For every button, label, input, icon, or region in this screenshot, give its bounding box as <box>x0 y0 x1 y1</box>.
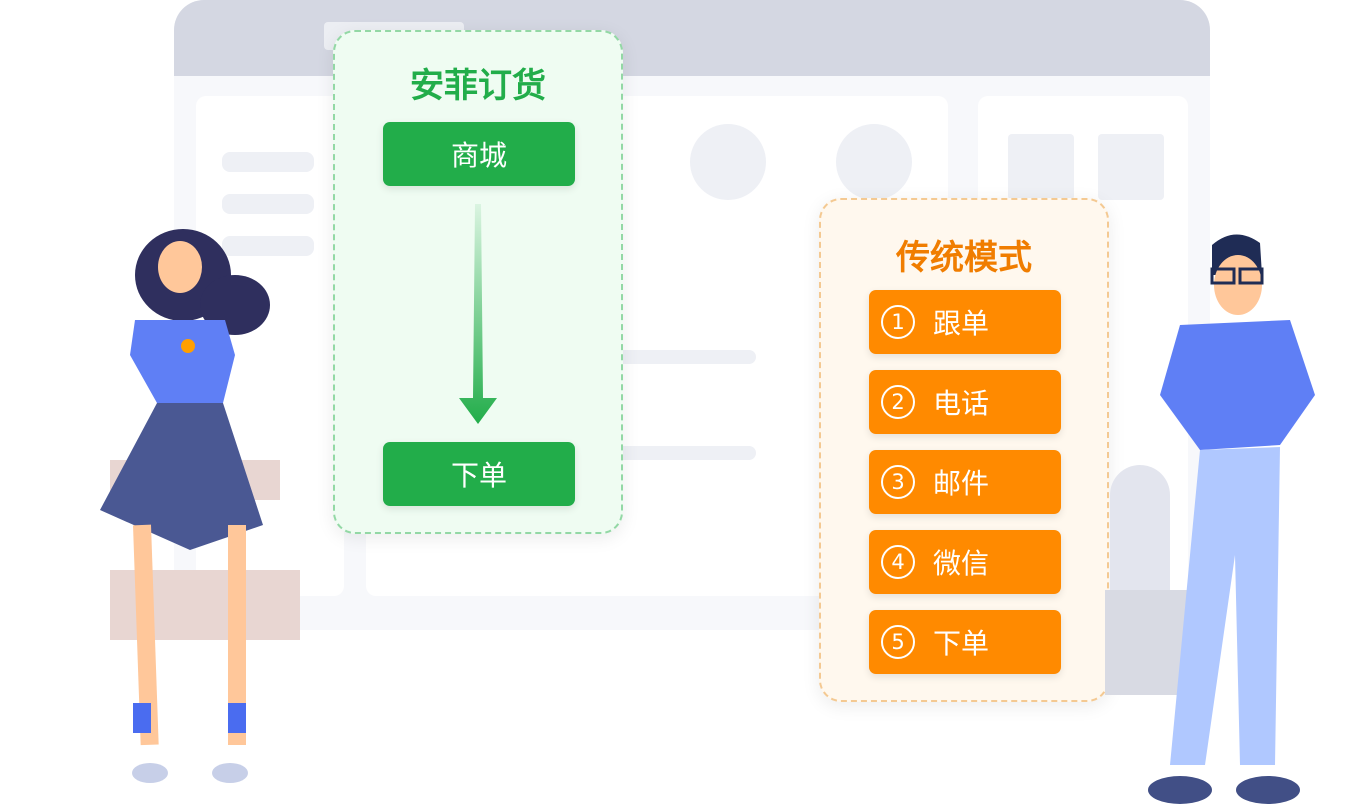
step-email[interactable]: 3 邮件 <box>869 450 1061 514</box>
step-order[interactable]: 下单 <box>383 442 575 506</box>
step-number: 3 <box>881 465 915 499</box>
step-follow-up[interactable]: 1 跟单 <box>869 290 1061 354</box>
step-number: 2 <box>881 385 915 419</box>
anfei-title: 安菲订货 <box>410 66 546 106</box>
step-label: 微信 <box>933 547 990 580</box>
step-label: 邮件 <box>933 467 990 500</box>
step-label: 电话 <box>933 387 990 420</box>
step-phone[interactable]: 2 电话 <box>869 370 1061 434</box>
woman-illustration <box>100 229 300 783</box>
traditional-bubble: 传统模式 1 跟单 2 电话 3 邮件 4 微信 5 下单 <box>819 198 1109 702</box>
step-order[interactable]: 5 下单 <box>869 610 1061 674</box>
step-wechat[interactable]: 4 微信 <box>869 530 1061 594</box>
step-number: 1 <box>881 305 915 339</box>
traditional-title: 传统模式 <box>896 238 1032 278</box>
down-arrow-icon <box>459 204 497 424</box>
anfei-bubble: 安菲订货 商城 下单 <box>333 30 623 534</box>
step-number: 4 <box>881 545 915 579</box>
step-mall[interactable]: 商城 <box>383 122 575 186</box>
step-label: 下单 <box>933 627 990 660</box>
man-illustration <box>1105 234 1315 804</box>
step-number: 5 <box>881 625 915 659</box>
step-label: 跟单 <box>933 307 990 340</box>
